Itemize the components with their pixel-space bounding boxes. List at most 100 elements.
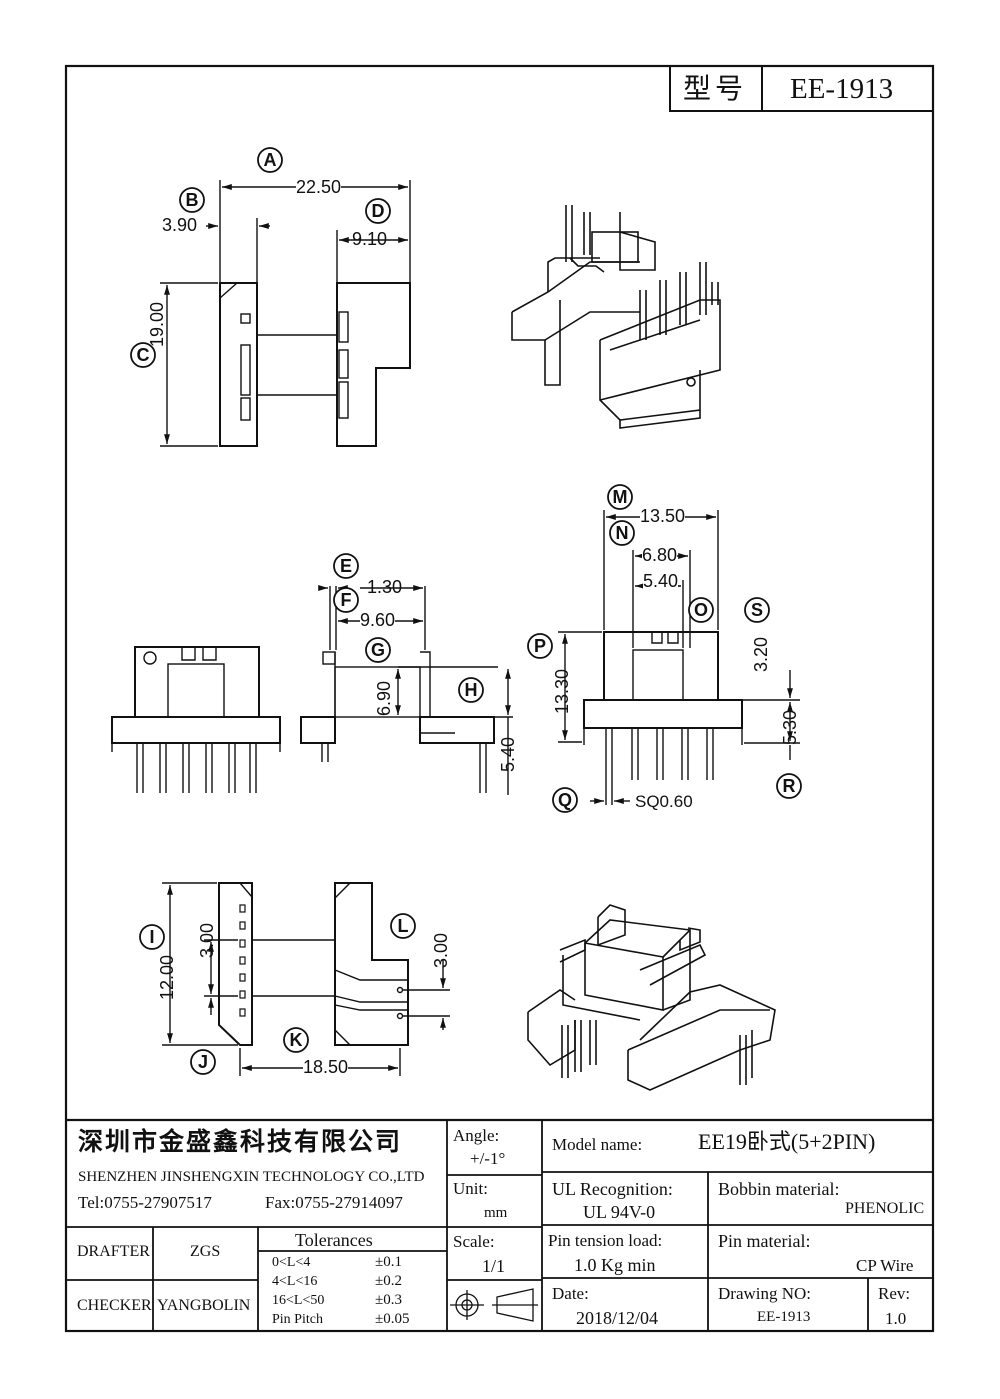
dim-a: 22.50: [296, 177, 342, 197]
callout-label-s: S: [750, 600, 763, 620]
callout-circle-o: [688, 597, 714, 623]
callout-circle-m: [607, 484, 633, 510]
projection-symbol: [450, 1288, 538, 1322]
callout-circle-p: [527, 633, 553, 659]
tol-range-3: Pin Pitch: [272, 1312, 323, 1327]
drafter-value: ZGS: [190, 1243, 221, 1260]
company-name-cn: 深圳市金盛鑫科技有限公司: [78, 1129, 403, 1156]
pin-tension-value: 1.0 Kg min: [574, 1255, 656, 1275]
callout-circle-r: [776, 773, 802, 799]
callout-label-h: H: [464, 680, 478, 700]
pin-material-label: Pin material:: [718, 1231, 811, 1251]
callout-circle-k: [283, 1027, 309, 1053]
scale-value: 1/1: [482, 1256, 506, 1276]
side-view: [300, 585, 513, 795]
callout-label-q: Q: [557, 790, 572, 810]
callout-circle-s: [744, 597, 770, 623]
dim-m: 13.50: [640, 506, 686, 526]
tol-range-1: 4<L<16: [272, 1274, 318, 1289]
callout-label-c: C: [136, 345, 150, 365]
callout-circle-l: [390, 913, 416, 939]
angle-value: +/-1°: [470, 1149, 506, 1168]
model-name-label: Model name:: [552, 1135, 643, 1154]
callout-label-k: K: [289, 1030, 303, 1050]
callout-circle-c: [130, 342, 156, 368]
callout-label-j: J: [197, 1052, 208, 1072]
drawing-no-label: Drawing NO:: [718, 1284, 812, 1303]
dim-e: 1.30: [367, 577, 403, 597]
dim-h: 5.40: [498, 736, 518, 772]
callout-label-r: R: [782, 776, 796, 796]
checker-value: YANGBOLIN: [157, 1297, 251, 1314]
callout-label-m: M: [612, 487, 628, 507]
dim-q: SQ0.60: [635, 792, 693, 811]
drafter-label: DRAFTER: [77, 1243, 150, 1260]
callout-circle-f: [333, 587, 359, 613]
callout-circle-h: [458, 677, 484, 703]
callout-label-f: F: [340, 590, 352, 610]
rev-value: 1.0: [885, 1309, 907, 1328]
drawing-no-value: EE-1913: [757, 1309, 811, 1325]
callout-label-n: N: [615, 523, 629, 543]
pin-tension-label: Pin tension load:: [548, 1231, 663, 1250]
callout-label-a: A: [263, 150, 277, 170]
bottom-view: [162, 882, 450, 1076]
dim-d: 9.10: [352, 229, 388, 249]
callout-circle-i: [139, 924, 165, 950]
header-label: 型号: [683, 74, 748, 105]
header-part-no: EE-1913: [790, 73, 894, 105]
dim-c: 19.00: [147, 301, 167, 347]
tol-value-3: ±0.05: [375, 1311, 410, 1327]
sheet-border: [64, 64, 935, 1333]
callout-label-b: B: [185, 190, 199, 210]
date-value: 2018/12/04: [576, 1308, 659, 1328]
callout-label-l: L: [397, 916, 409, 936]
dim-l: 3.00: [431, 932, 451, 968]
callout-label-i: I: [149, 927, 155, 947]
callout-label-d: D: [371, 201, 385, 221]
top-view: [160, 180, 411, 447]
callout-label-o: O: [693, 600, 708, 620]
isometric-view-top: [511, 205, 721, 429]
unit-label: Unit:: [453, 1179, 488, 1198]
dim-p: 13.30: [552, 668, 572, 714]
dim-s: 3.20: [751, 636, 771, 672]
dim-o: 5.40: [643, 571, 679, 591]
company-fax: Fax:0755-27914097: [265, 1193, 403, 1212]
dim-f: 9.60: [360, 610, 396, 630]
dim-i2: 3.00: [197, 922, 217, 958]
callout-circle-g: [365, 637, 391, 663]
callout-label-p: P: [533, 636, 546, 656]
ul-value: UL 94V-0: [583, 1202, 656, 1222]
bobbin-label: Bobbin material:: [718, 1179, 840, 1199]
callout-circle-d: [365, 198, 391, 224]
header-box: [669, 65, 934, 112]
rev-label: Rev:: [878, 1284, 911, 1303]
dim-k: 18.50: [303, 1057, 349, 1077]
title-block-lines: [66, 1118, 933, 1331]
dim-b: 3.90: [162, 215, 198, 235]
callout-circle-q: [552, 787, 578, 813]
model-name-value: EE19卧式(5+2PIN): [698, 1129, 876, 1154]
callout-label-g: G: [370, 640, 385, 660]
callout-circle-j: [190, 1049, 216, 1075]
scale-label: Scale:: [453, 1232, 495, 1251]
date-label: Date:: [552, 1284, 589, 1303]
dim-g: 6.90: [374, 680, 394, 716]
tol-range-2: 16<L<50: [272, 1293, 325, 1308]
tolerances-title: Tolerances: [295, 1230, 373, 1250]
dim-i: 12.00: [157, 954, 177, 1000]
callout-circle-b: [179, 187, 205, 213]
callout-circle-n: [609, 520, 635, 546]
dim-r: 5.30: [780, 709, 800, 745]
pin-material-value: CP Wire: [856, 1256, 914, 1275]
unit-value: mm: [484, 1205, 508, 1221]
bobbin-value: PHENOLIC: [845, 1200, 925, 1217]
tol-value-2: ±0.3: [375, 1292, 402, 1308]
callout-label-e: E: [339, 556, 352, 576]
callout-circle-a: [257, 147, 283, 173]
front-view: [111, 646, 281, 793]
angle-label: Angle:: [453, 1126, 500, 1145]
ul-label: UL Recognition:: [552, 1179, 673, 1199]
